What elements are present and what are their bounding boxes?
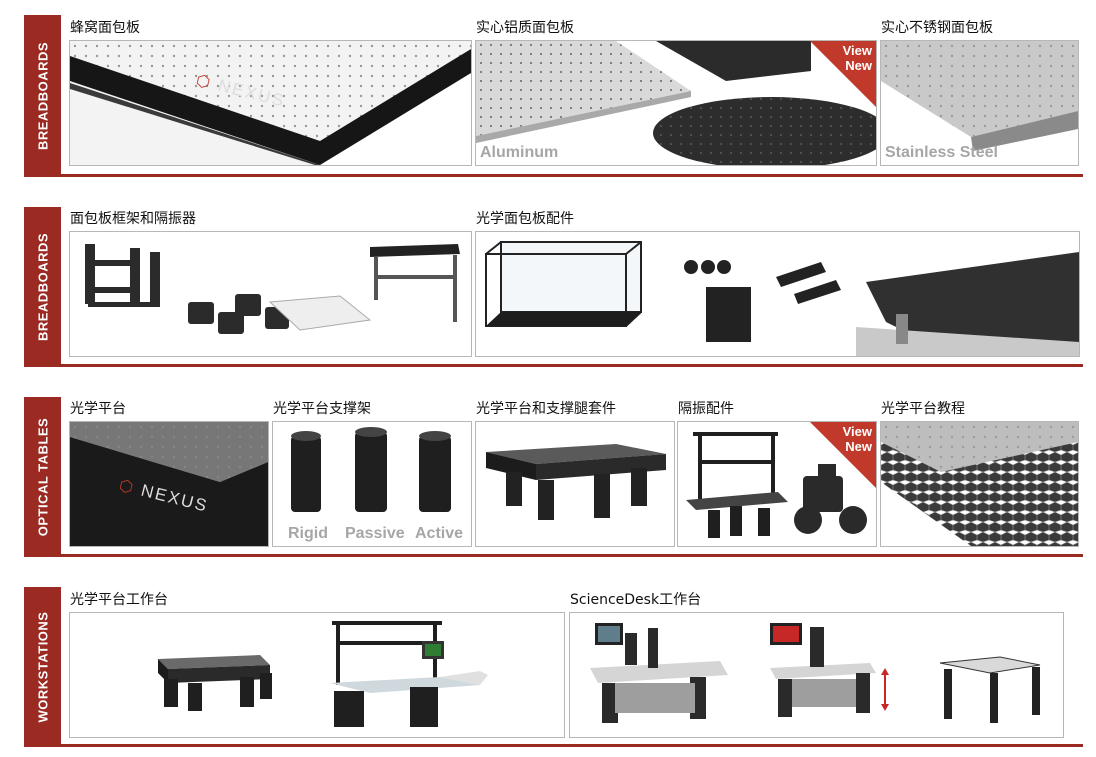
category-band: BREADBOARDS xyxy=(24,15,61,177)
tile-table-support-kits[interactable]: 光学平台和支撑腿套件 xyxy=(475,401,675,547)
supports-illustration xyxy=(291,427,451,512)
tile-image[interactable]: ⬡ NEXUS xyxy=(69,421,269,547)
section-divider xyxy=(61,174,1083,177)
tile-image[interactable] xyxy=(880,421,1079,547)
tile-label[interactable]: ScienceDesk工作台 xyxy=(570,592,702,608)
table-kit-illustration xyxy=(486,444,666,520)
sciencedesk-illustration xyxy=(590,623,1041,723)
tile-image[interactable]: ⬡ NEXUS xyxy=(69,40,472,166)
tile-table-supports[interactable]: 光学平台支撑架 Rigid Passive Active xyxy=(272,401,472,547)
workstation-illustration xyxy=(158,621,488,727)
tile-optical-tables[interactable]: 光学平台 ⬡ NEXUS xyxy=(69,401,269,547)
section-breadboards-1: BREADBOARDS 蜂窝面包板 ⬡ NEXUS 实心铝质面包板 xyxy=(24,15,1083,177)
stainless-board-illustration xyxy=(881,41,1078,151)
support-caption-rigid: Rigid xyxy=(288,525,328,542)
tile-label[interactable]: 光学平台工作台 xyxy=(70,592,168,608)
tile-image[interactable]: Stainless Steel xyxy=(880,40,1079,166)
category-band: OPTICAL TABLES xyxy=(24,397,61,557)
accessories-illustration xyxy=(485,241,1079,356)
section-divider xyxy=(61,744,1083,747)
tile-image[interactable]: Aluminum View New xyxy=(475,40,877,166)
tile-image[interactable] xyxy=(69,612,565,738)
support-caption-passive: Passive xyxy=(345,525,405,542)
tile-honeycomb-breadboards[interactable]: 蜂窝面包板 ⬡ NEXUS xyxy=(69,20,472,166)
tile-label[interactable]: 光学平台和支撑腿套件 xyxy=(476,401,616,417)
tile-sciencedesk-workstations[interactable]: ScienceDesk工作台 xyxy=(569,592,1064,738)
tile-isolation-accessories[interactable]: 隔振配件 View New xyxy=(677,401,877,547)
stainless-caption: Stainless Steel xyxy=(885,144,998,161)
view-new-ribbon[interactable]: View New xyxy=(810,422,876,488)
tile-image[interactable] xyxy=(475,421,675,547)
tile-label[interactable]: 实心铝质面包板 xyxy=(476,20,574,36)
section-divider xyxy=(61,554,1083,557)
tile-optical-workstations[interactable]: 光学平台工作台 xyxy=(69,592,565,738)
tile-image[interactable] xyxy=(69,231,472,357)
honeycomb-board-illustration xyxy=(70,41,471,165)
tile-label[interactable]: 光学平台教程 xyxy=(881,401,965,417)
tile-label[interactable]: 面包板框架和隔振器 xyxy=(70,211,196,227)
tile-stainless-breadboards[interactable]: 实心不锈钢面包板 Stainless Steel xyxy=(880,20,1079,166)
tile-label[interactable]: 隔振配件 xyxy=(678,401,734,417)
support-caption-active: Active xyxy=(415,525,464,542)
tile-aluminum-breadboards[interactable]: 实心铝质面包板 Aluminum View New xyxy=(475,20,877,166)
tile-image[interactable] xyxy=(475,231,1080,357)
section-divider xyxy=(61,364,1083,367)
view-new-ribbon[interactable]: View New xyxy=(810,41,876,107)
aluminum-caption: Aluminum xyxy=(480,144,559,161)
tile-label[interactable]: 光学平台 xyxy=(70,401,126,417)
section-optical-tables: OPTICAL TABLES 光学平台 ⬡ NEXUS 光学平台支撑架 xyxy=(24,397,1083,557)
category-band: WORKSTATIONS xyxy=(24,587,61,747)
aluminum-boards-illustration xyxy=(476,41,876,165)
tile-image[interactable] xyxy=(569,612,1064,738)
tile-label[interactable]: 光学面包板配件 xyxy=(476,211,574,227)
section-breadboards-2: BREADBOARDS 面包板框架和隔振器 光学面包板配件 xyxy=(24,207,1083,367)
tile-label[interactable]: 光学平台支撑架 xyxy=(273,401,371,417)
tile-image[interactable]: View New xyxy=(677,421,877,547)
tile-image[interactable]: Rigid Passive Active xyxy=(272,421,472,547)
tile-breadboard-accessories[interactable]: 光学面包板配件 xyxy=(475,211,1080,357)
optical-table-illustration xyxy=(70,422,268,546)
tile-label[interactable]: 实心不锈钢面包板 xyxy=(881,20,993,36)
category-band: BREADBOARDS xyxy=(24,207,61,367)
frames-isolators-illustration xyxy=(85,244,460,334)
tile-optical-table-tutorial[interactable]: 光学平台教程 xyxy=(880,401,1079,547)
tile-frames-isolators[interactable]: 面包板框架和隔振器 xyxy=(69,211,472,357)
tile-label[interactable]: 蜂窝面包板 xyxy=(70,20,140,36)
section-workstations: WORKSTATIONS 光学平台工作台 ScienceDesk工作台 xyxy=(24,587,1083,747)
tutorial-illustration xyxy=(881,422,1078,546)
